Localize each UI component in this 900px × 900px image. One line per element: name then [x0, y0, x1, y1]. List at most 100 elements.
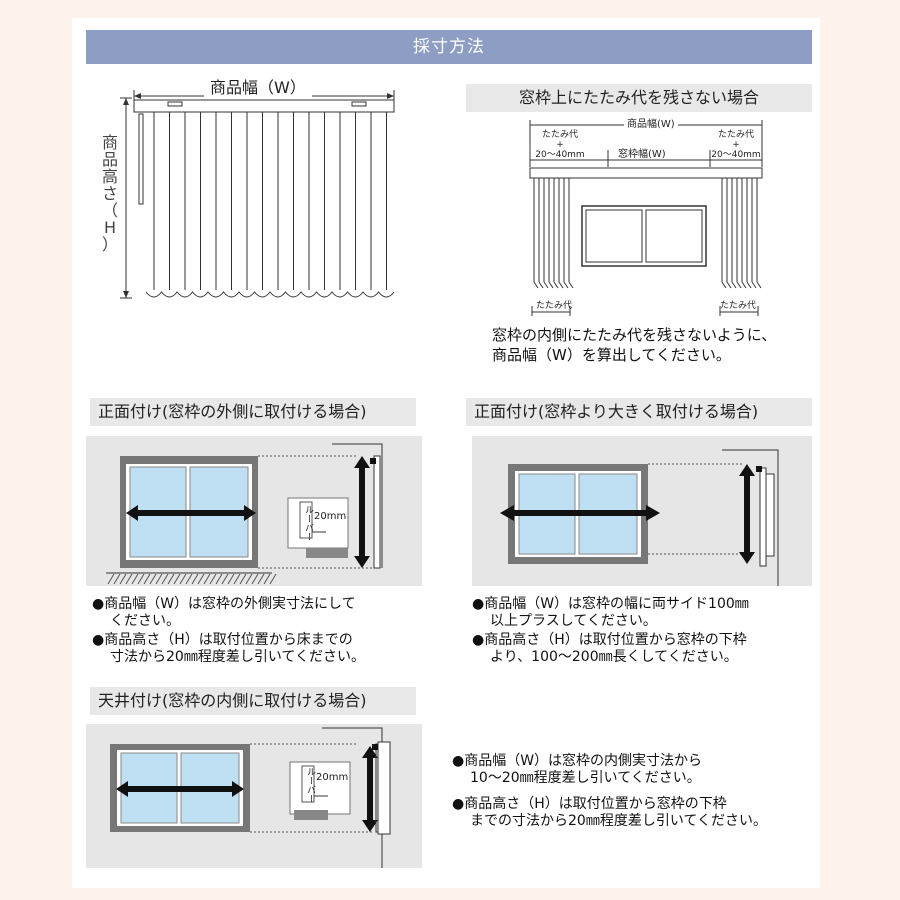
- drawing-line: [233, 573, 241, 585]
- note-line: ください。: [110, 613, 180, 629]
- drawing-line: [538, 281, 544, 289]
- outside-mount-drawing: [106, 443, 383, 585]
- width-label: 商品幅（W）: [204, 74, 312, 98]
- drawing-line: [119, 573, 127, 585]
- no-stack-heading: 窓枠上にたたみ代を残さない場合: [466, 84, 812, 112]
- stack-left-label: たたみ代 + 20〜40mm: [530, 130, 590, 160]
- section-a-heading: 正面付け(窓枠の外側に取付ける場合): [90, 398, 416, 426]
- note-line: ●商品高さ（H）は取付位置から床までの: [92, 632, 353, 648]
- height-char: さ: [101, 184, 118, 203]
- height-char: 高: [101, 167, 118, 186]
- height-label: 商 品 高 さ （ H ）: [100, 134, 120, 253]
- drawing-line: [179, 573, 187, 585]
- section-c-heading: 天井付け(窓枠の内側に取付ける場合): [90, 687, 416, 715]
- note-line: ●商品幅（W）は窓枠の内側実寸法から: [452, 753, 703, 769]
- note-line: 以上プラスしてください。: [490, 613, 657, 629]
- ceiling-mount-drawing: [110, 727, 391, 868]
- drawing-line: [251, 573, 259, 585]
- note-line: 10〜20㎜程度差し引いてください。: [470, 770, 701, 786]
- stack-range: 20〜40mm: [711, 150, 761, 160]
- drawing-line: [736, 281, 742, 289]
- height-char: 商: [101, 133, 118, 152]
- note-line: より、100〜200㎜長くしてください。: [490, 649, 738, 665]
- drawing-line: [563, 281, 569, 289]
- section-a-note-2: ●商品高さ（H）は取付位置から床までの 寸法から20㎜程度差し引いてください。: [92, 632, 365, 666]
- section-c-note-2: ●商品高さ（H）は取付位置から窓枠の下枠 までの寸法から20㎜程度差し引いてくだ…: [452, 796, 767, 830]
- stack-label-text: たたみ代: [541, 130, 578, 140]
- frame-width-label: 窓枠幅(W): [618, 149, 666, 160]
- section-c-diagram: [86, 724, 422, 868]
- section-c-louver-label: ルーバー: [305, 767, 315, 803]
- drawing-line: [173, 573, 181, 585]
- section-b-diagram: [472, 436, 812, 586]
- note-line: ●商品幅（W）は窓枠の幅に両サイド100㎜: [472, 596, 749, 612]
- drawing-line: [143, 573, 151, 585]
- stack-drawing: [529, 120, 763, 316]
- drawing-line: [548, 281, 554, 289]
- section-a-louver-label: ルーバー: [303, 505, 313, 541]
- note-line: までの寸法から20㎜程度差し引いてください。: [470, 813, 767, 829]
- drawing-line: [257, 573, 265, 585]
- drawing-line: [125, 573, 133, 585]
- stack-label-text: たたみ代: [717, 130, 754, 140]
- drawing-line: [227, 573, 235, 585]
- section-b-heading: 正面付け(窓枠より大きく取付ける場合): [466, 398, 812, 426]
- drawing-line: [543, 281, 549, 289]
- section-c-note-1: ●商品幅（W）は窓枠の内側実寸法から 10〜20㎜程度差し引いてください。: [452, 753, 702, 787]
- drawing-line: [553, 281, 559, 289]
- section-b-note-2: ●商品高さ（H）は取付位置から窓枠の下枠 より、100〜200㎜長くしてください…: [472, 632, 747, 666]
- drawing-line: [167, 573, 175, 585]
- drawing-line: [191, 573, 199, 585]
- stack-diagram: [524, 112, 770, 316]
- no-stack-description-1: 窓枠の内側にたたみ代を残さないように、: [492, 326, 777, 344]
- drawing-line: [721, 281, 727, 289]
- bottom-right-stack-label: たたみ代: [720, 301, 757, 311]
- no-stack-description-2: 商品幅（W）を算出してください。: [492, 346, 731, 364]
- blind-drawing: [120, 90, 395, 299]
- drawing-line: [731, 281, 737, 289]
- drawing-line: [197, 573, 205, 585]
- stack-plus: +: [556, 140, 564, 150]
- height-char: （: [101, 201, 118, 220]
- drawing-line: [161, 573, 169, 585]
- drawing-line: [263, 573, 271, 585]
- drawing-line: [107, 573, 115, 585]
- drawing-line: [245, 573, 253, 585]
- note-line: 寸法から20㎜程度差し引いてください。: [110, 649, 365, 665]
- drawing-line: [533, 281, 539, 289]
- drawing-line: [131, 573, 139, 585]
- stack-right-label: たたみ代 + 20〜40mm: [706, 130, 766, 160]
- oversize-mount-drawing: [500, 449, 779, 586]
- height-char: ）: [101, 235, 118, 254]
- drawing-line: [558, 281, 564, 289]
- bottom-left-stack-label: たたみ代: [536, 301, 573, 311]
- drawing-line: [751, 281, 757, 289]
- stack-total-label: 商品幅(W): [624, 115, 678, 130]
- drawing-line: [149, 573, 157, 585]
- drawing-line: [756, 281, 762, 289]
- section-a-gap-label: 20mm: [314, 511, 347, 522]
- height-char: H: [103, 218, 117, 237]
- drawing-line: [568, 281, 574, 289]
- drawing-line: [239, 573, 247, 585]
- section-banner: 採寸方法: [86, 30, 812, 64]
- height-char: 品: [101, 150, 118, 169]
- note-line: ●商品高さ（H）は取付位置から窓枠の下枠: [452, 796, 727, 812]
- section-c-gap-label: 20mm: [316, 772, 349, 783]
- drawing-line: [185, 573, 193, 585]
- drawing-line: [113, 573, 121, 585]
- note-line: ●商品幅（W）は窓枠の外側実寸法にして: [92, 596, 356, 612]
- drawing-line: [741, 281, 747, 289]
- drawing-line: [215, 573, 223, 585]
- drawing-line: [137, 573, 145, 585]
- drawing-line: [209, 573, 217, 585]
- stack-plus: +: [732, 140, 740, 150]
- drawing-line: [269, 573, 277, 585]
- drawing-line: [155, 573, 163, 585]
- note-line: ●商品高さ（H）は取付位置から窓枠の下枠: [472, 632, 747, 648]
- blind-dimension-diagram: [96, 70, 416, 310]
- section-a-note-1: ●商品幅（W）は窓枠の外側実寸法にして ください。: [92, 596, 356, 630]
- stack-range: 20〜40mm: [535, 150, 585, 160]
- section-b-note-1: ●商品幅（W）は窓枠の幅に両サイド100㎜ 以上プラスしてください。: [472, 596, 749, 630]
- section-a-diagram: [86, 436, 422, 586]
